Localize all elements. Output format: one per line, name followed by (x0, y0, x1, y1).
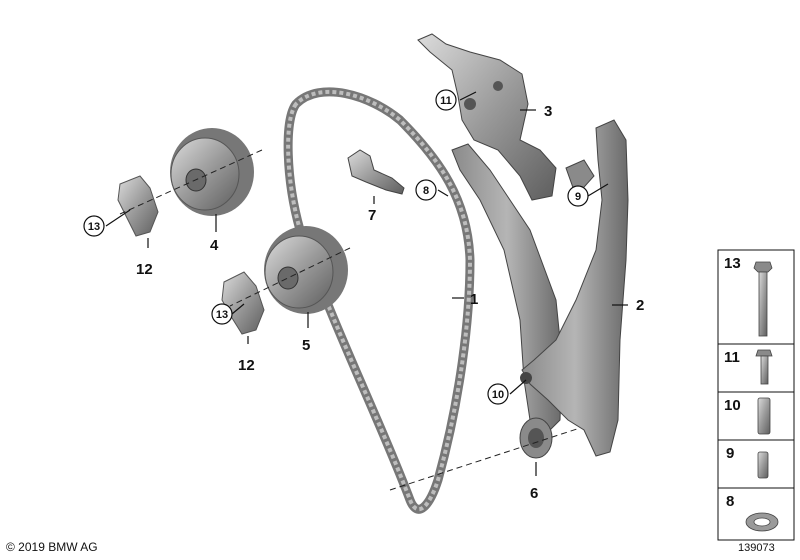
leader-lines (105, 91, 628, 476)
chain-tensioner (347, 149, 405, 195)
svg-text:8: 8 (726, 493, 734, 510)
svg-text:10: 10 (492, 389, 504, 401)
callout-13a: 13 (83, 215, 105, 237)
callout-13b: 13 (211, 303, 233, 325)
legend-item-10: 10 (724, 397, 771, 435)
guide-rail-upper (417, 33, 557, 201)
diagram-number: 139073 (738, 542, 775, 554)
bolt-short-icon (755, 349, 773, 385)
callout-labels: 1 2 3 4 5 6 7 12 12 (136, 103, 644, 502)
callout-7: 7 (368, 207, 376, 224)
sleeve-icon (757, 397, 771, 435)
copyright-notice: © 2019 BMW AG (6, 540, 98, 554)
callout-2: 2 (636, 297, 644, 314)
legend-item-8: 8 (726, 493, 779, 532)
crankshaft-sprocket (519, 417, 553, 459)
callout-12b: 12 (238, 357, 255, 374)
axis-lines (119, 149, 581, 491)
sealing-ring-icon (745, 512, 779, 532)
sensor-wheel-upper (117, 175, 159, 237)
callout-9: 9 (567, 185, 589, 207)
circled-callouts: 8 9 10 11 13 13 (83, 89, 589, 405)
callout-10: 10 (487, 383, 509, 405)
callout-8: 8 (415, 179, 437, 201)
legend-item-11: 11 (724, 349, 773, 385)
guide-rail (520, 119, 629, 457)
legend-item-13: 13 (724, 255, 773, 337)
callout-6: 6 (530, 485, 538, 502)
svg-text:8: 8 (423, 185, 429, 197)
callout-12a: 12 (136, 261, 153, 278)
svg-text:11: 11 (724, 349, 740, 366)
callout-11: 11 (435, 89, 457, 111)
svg-text:9: 9 (575, 191, 581, 203)
svg-text:13: 13 (88, 221, 100, 233)
callout-5: 5 (302, 337, 310, 354)
sensor-wheel-lower (221, 271, 265, 335)
callout-4: 4 (210, 237, 219, 254)
svg-text:13: 13 (724, 255, 741, 272)
svg-text:13: 13 (216, 309, 228, 321)
svg-text:9: 9 (726, 445, 734, 462)
pin-icon (757, 451, 769, 479)
camshaft-adjuster-exhaust (264, 226, 348, 314)
svg-text:10: 10 (724, 397, 741, 414)
callout-3: 3 (544, 103, 552, 120)
parts-legend: 13 11 10 9 8 (717, 249, 795, 541)
bolt-long-icon (753, 261, 773, 337)
svg-text:11: 11 (440, 95, 452, 107)
legend-item-9: 9 (726, 445, 769, 479)
callout-1: 1 (470, 291, 478, 308)
